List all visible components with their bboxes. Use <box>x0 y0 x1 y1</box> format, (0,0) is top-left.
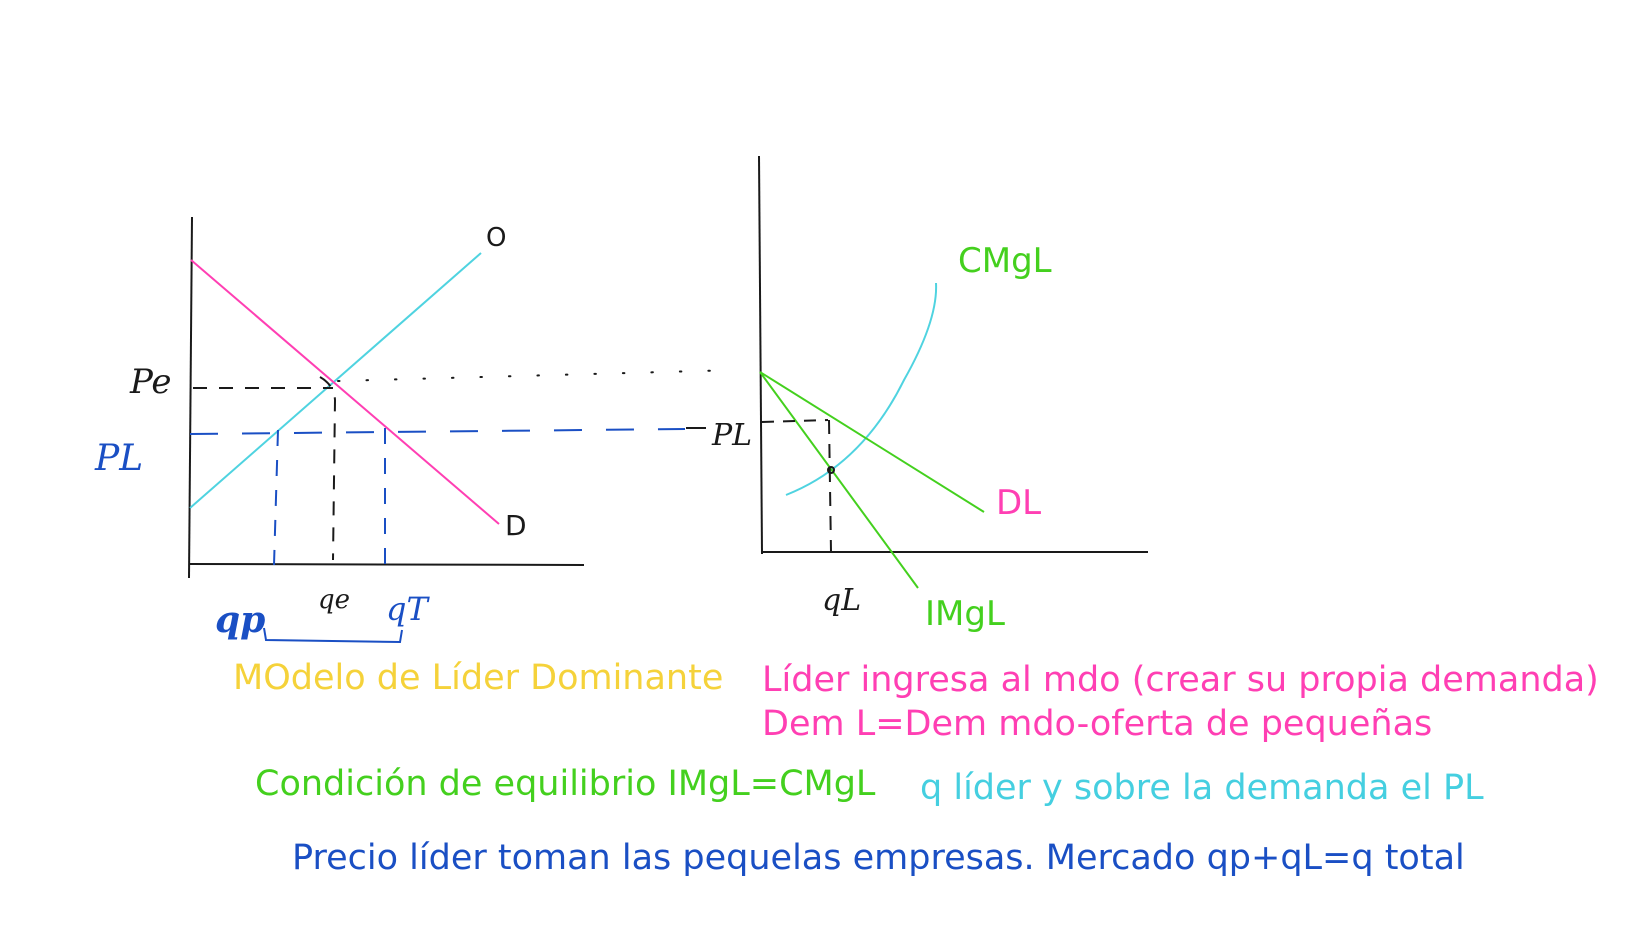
demand-label: D <box>505 509 527 542</box>
pe-dotted-projection <box>337 369 736 382</box>
right-leader-graph: CMgL DL IMgL PL qL <box>711 155 1148 634</box>
cmg-label: CMgL <box>958 241 1052 281</box>
img-curve <box>759 371 919 589</box>
ql-dashed-guide <box>828 419 832 553</box>
pl-label-left: PL <box>94 438 143 479</box>
qe-dashed-line <box>319 376 337 561</box>
img-label: IMgL <box>925 594 1005 634</box>
qt-label: qT <box>386 590 430 628</box>
quantity-brace <box>263 627 403 644</box>
supply-label: O <box>486 223 506 253</box>
demand-curve <box>190 259 500 525</box>
qp-dashed-line <box>273 429 279 566</box>
leader-demand-note: Dem L=Dem mdo-oferta de pequeñas <box>762 704 1433 744</box>
title-note: MOdelo de Líder Dominante <box>233 658 724 698</box>
left-market-graph: O D Pe PL qe qT qp <box>94 216 736 644</box>
pe-label: Pe <box>129 362 171 402</box>
cmg-curve <box>785 282 938 496</box>
pl-dashed-guide <box>761 419 829 423</box>
qe-label: qe <box>318 585 350 615</box>
left-x-axis <box>188 563 585 566</box>
dl-label: DL <box>996 483 1041 523</box>
ql-label: qL <box>822 583 861 618</box>
supply-curve <box>189 252 482 509</box>
pl-label-right: PL <box>711 418 752 453</box>
pl-blue-dashed-line <box>189 428 686 435</box>
equilibrium-condition-note: Condición de equilibrio IMgL=CMgL <box>255 764 876 804</box>
price-taker-note: Precio líder toman las pequelas empresas… <box>292 838 1465 878</box>
leader-entry-note: Líder ingresa al mdo (crear su propia de… <box>762 660 1599 700</box>
left-y-axis <box>188 216 193 579</box>
leader-quantity-note: q líder y sobre la demanda el PL <box>920 768 1484 808</box>
qp-label: qp <box>215 599 265 641</box>
dl-curve <box>759 371 985 513</box>
right-y-axis <box>758 155 763 555</box>
equilibrium-point <box>827 466 835 474</box>
